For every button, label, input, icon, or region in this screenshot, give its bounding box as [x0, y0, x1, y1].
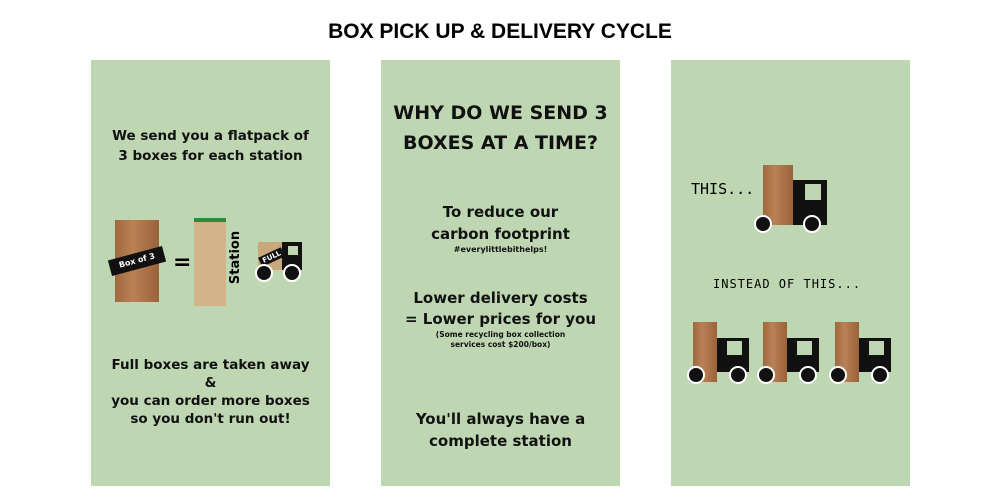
reason-line: carbon footprint — [431, 225, 570, 243]
panel-why: WHY DO WE SEND 3 BOXES AT A TIME? To red… — [381, 60, 620, 486]
outro-line: so you don't run out! — [130, 411, 291, 427]
reason-line: To reduce our — [442, 203, 559, 221]
reason-line: Lower delivery costs — [413, 289, 588, 307]
heading-line: WHY DO WE SEND 3 — [393, 102, 608, 124]
note-line: (Some recycling box collection — [435, 330, 566, 339]
outro-line: you can order more boxes — [111, 393, 310, 409]
station-boxes-image — [194, 218, 226, 306]
note-line: services cost $200/box) — [450, 340, 551, 349]
page-title: BOX PICK UP & DELIVERY CYCLE — [328, 20, 672, 43]
reason-line: complete station — [429, 432, 572, 450]
intro-line: We send you a flatpack of — [112, 128, 309, 144]
reason-line: = Lower prices for you — [404, 310, 596, 328]
heading-line: BOXES AT A TIME? — [403, 132, 598, 154]
reason-line: You'll always have a — [415, 410, 586, 428]
outro-line: Full boxes are taken away — [111, 357, 310, 373]
this-label: THIS... — [691, 180, 755, 198]
panel-flatpack: We send you a flatpack of 3 boxes for ea… — [91, 60, 330, 486]
instead-label: INSTEAD OF THIS... — [713, 277, 862, 291]
panel-comparison: THIS... INSTEAD OF THIS... — [671, 60, 910, 486]
outro-line: & — [204, 375, 217, 391]
intro-line: 3 boxes for each station — [118, 148, 303, 164]
equals-sign: = — [173, 250, 192, 275]
hashtag: #everylittlebithelps! — [453, 245, 548, 254]
station-label: Station — [228, 230, 244, 285]
